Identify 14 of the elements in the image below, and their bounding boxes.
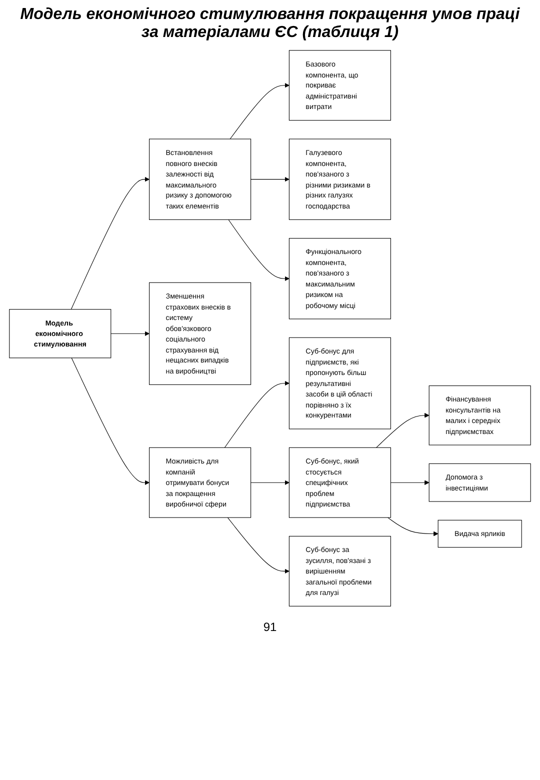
arrow <box>250 176 290 182</box>
arrow <box>224 380 290 448</box>
arrow <box>227 517 290 574</box>
diagram-title: Модель економічного стимулювання покращення умов праці за матеріалами ЄС (таблиця 1) <box>19 6 521 42</box>
arrow <box>250 480 290 485</box>
arrow <box>390 480 430 485</box>
arrow <box>388 517 438 536</box>
arrow <box>376 412 430 448</box>
arrow <box>71 358 150 485</box>
arrow <box>228 219 290 282</box>
arrow <box>230 82 290 140</box>
arrow <box>70 176 150 310</box>
page-number: 91 <box>263 620 277 634</box>
arrow <box>110 331 150 336</box>
